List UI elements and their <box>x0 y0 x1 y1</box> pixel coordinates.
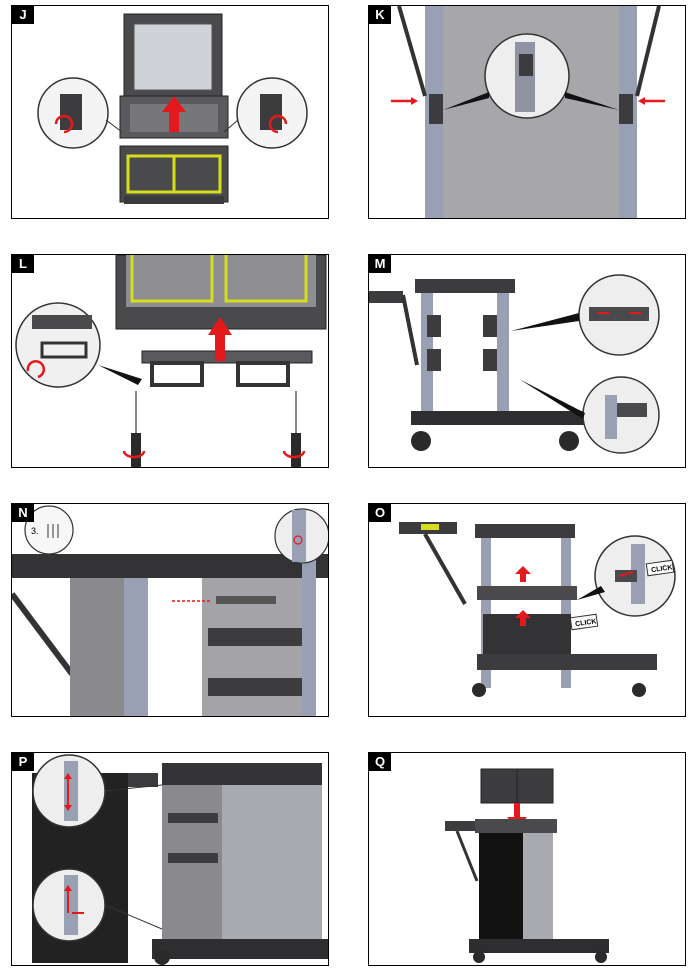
panel-p-illustration <box>32 754 328 965</box>
click-label-1: CLICK <box>651 564 673 574</box>
panel-label: N <box>12 504 34 522</box>
up-arrow-icon <box>208 317 232 361</box>
lower-frame <box>119 145 229 204</box>
arrow-right-icon <box>391 97 418 105</box>
panel-label: M <box>369 255 391 273</box>
arrow-left-icon <box>638 97 665 105</box>
click-label-2: CLICK <box>575 618 597 628</box>
panel-l-illustration <box>15 255 327 467</box>
panel-q-illustration <box>445 768 609 963</box>
screwdriver-right-icon <box>282 391 306 467</box>
panel-j: J <box>11 5 329 219</box>
panel-k: K <box>368 5 686 219</box>
panel-q: Q <box>368 752 686 966</box>
panel-label: J <box>12 6 34 24</box>
panel-p: P <box>11 752 329 966</box>
detail-circle-left <box>37 77 123 149</box>
panel-m: M <box>368 254 686 468</box>
panel-l: L <box>11 254 329 468</box>
panel-label: K <box>369 6 391 24</box>
panel-label: P <box>12 753 34 771</box>
parts-circle <box>24 505 74 555</box>
panel-n: N 3. <box>11 503 329 717</box>
panel-label: Q <box>369 753 391 771</box>
panel-m-illustration <box>369 274 660 454</box>
detail-circle-right <box>223 77 308 149</box>
up-arrow-icon <box>162 96 186 132</box>
panel-j-illustration <box>37 13 308 204</box>
screwdriver-left-icon <box>122 391 146 467</box>
panel-o-illustration: CLICK CLICK <box>399 522 676 697</box>
up-arrow-icon-2 <box>515 610 531 626</box>
panel-k-illustration <box>391 6 665 218</box>
panel-n-illustration: 3. <box>12 505 328 716</box>
parts-quantity: 3. <box>31 526 39 536</box>
panel-label: L <box>12 255 34 273</box>
panel-label: O <box>369 504 391 522</box>
up-arrow-icon-1 <box>515 566 531 582</box>
panel-o: O CLICK CLICK <box>368 503 686 717</box>
